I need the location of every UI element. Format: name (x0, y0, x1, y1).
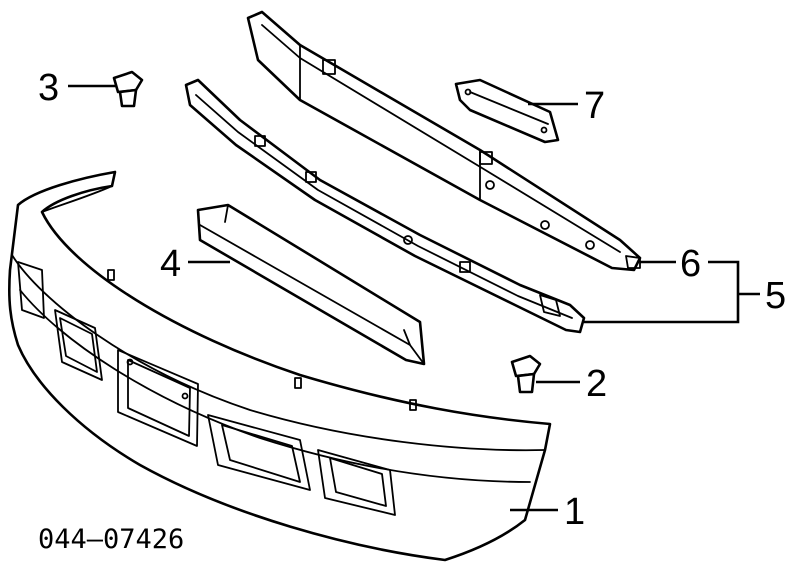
reinforcement-beam-part-6 (246, 10, 642, 272)
leader-lines (68, 84, 760, 512)
callout-3: 3 (38, 67, 59, 109)
support-rail-part-5 (184, 78, 586, 334)
callout-7: 7 (584, 85, 605, 127)
callout-4: 4 (160, 243, 181, 285)
clip-part-2 (510, 354, 542, 394)
drawing-code: 044–07426 (38, 524, 184, 555)
callout-2: 2 (586, 363, 607, 405)
clip-part-3 (112, 70, 144, 108)
callout-1: 1 (564, 491, 585, 533)
bumper-cover-part-1 (7, 170, 552, 562)
leader-5-bracket (584, 260, 740, 324)
callout-5: 5 (765, 275, 786, 317)
absorber-part-4 (196, 203, 426, 366)
callout-6: 6 (680, 243, 701, 285)
bracket-part-7 (454, 78, 560, 144)
